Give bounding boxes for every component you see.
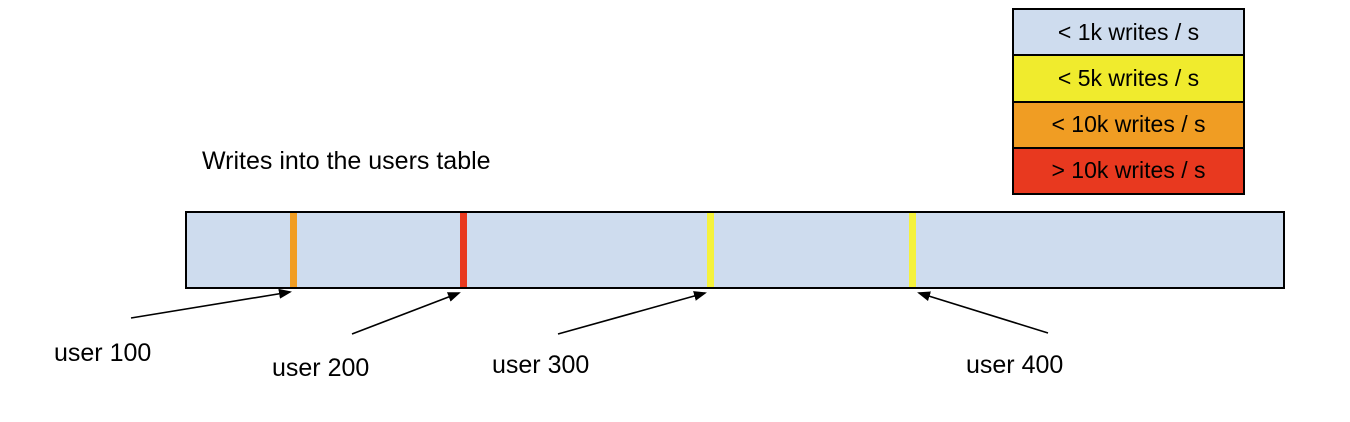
- legend-item: < 5k writes / s: [1014, 54, 1243, 101]
- user-label-user-400: user 400: [966, 351, 1064, 379]
- arrow-user-200: [351, 292, 461, 335]
- users-table-bar: [185, 211, 1285, 289]
- write-rate-marker-user-200: [459, 213, 467, 287]
- write-rate-marker-user-300: [707, 213, 715, 287]
- legend-item: < 10k writes / s: [1014, 100, 1243, 147]
- write-rate-legend: < 1k writes / s< 5k writes / s< 10k writ…: [1012, 8, 1245, 195]
- legend-item: < 1k writes / s: [1014, 10, 1243, 55]
- legend-item: > 10k writes / s: [1014, 146, 1243, 193]
- arrow-user-400: [917, 291, 1049, 334]
- user-label-user-200: user 200: [272, 354, 370, 382]
- arrow-user-100: [130, 288, 292, 319]
- write-rate-marker-user-100: [289, 213, 297, 287]
- user-label-user-100: user 100: [54, 339, 152, 367]
- write-rate-marker-user-400: [909, 213, 917, 287]
- arrow-user-300: [557, 291, 707, 335]
- diagram-title: Writes into the users table: [202, 147, 491, 175]
- user-label-user-300: user 300: [492, 351, 590, 379]
